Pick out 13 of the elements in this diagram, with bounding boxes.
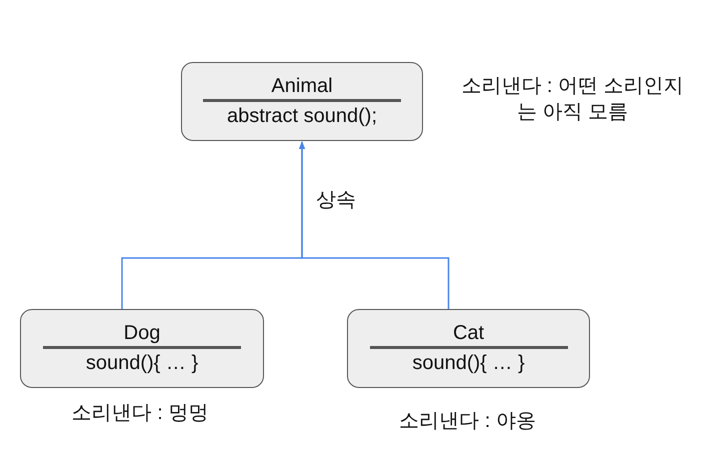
method-text: abstract sound(); [226,105,378,127]
class-name: Cat [452,322,484,344]
note-text: 소리낸다 : 어떤 소리인지는 아직 모름 [460,74,685,125]
note-text: 소리낸다 : 야옹 [398,409,537,434]
method-text: sound(){ … } [412,352,525,374]
class-box [20,309,264,388]
note-text: 소리낸다 : 멍멍 [70,401,210,426]
class-box [347,309,590,388]
class-name: Animal [271,75,333,97]
class-box [181,62,423,141]
class-name: Dog [124,322,160,344]
inheritance-arrow [298,141,450,309]
method-text: sound(){ … } [86,352,198,374]
